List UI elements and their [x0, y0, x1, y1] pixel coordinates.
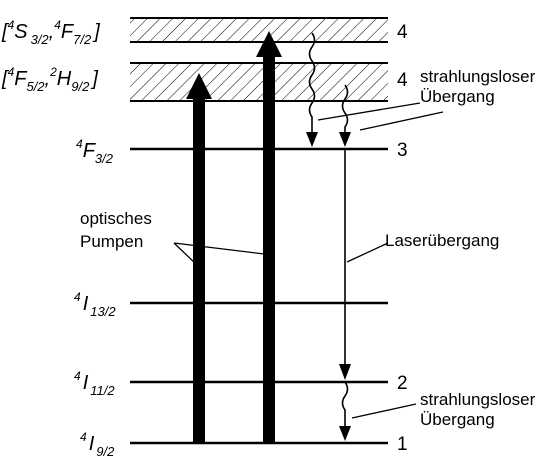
pump-arrow-2-head: [256, 31, 282, 57]
level-number-4I112: 2: [397, 373, 408, 394]
level-number-4S-4F: 4: [397, 22, 408, 43]
level-number-4F32: 3: [397, 140, 408, 161]
note-radiationless-top-line2: Übergang: [420, 87, 495, 106]
label-4F-2H: [4F5/2,2H9/2]: [1, 65, 98, 94]
pump-arrow-1-head: [186, 73, 212, 99]
band-4F-2H: [130, 63, 388, 101]
label-4F32: 4F3/2: [76, 137, 114, 166]
laser-arrow-head: [339, 364, 351, 380]
radiationless-wave-1-head: [306, 132, 318, 147]
leader-laser: [346, 242, 389, 263]
pump-arrow-2-shaft: [263, 56, 275, 443]
radiationless-wave-2: [341, 84, 349, 133]
level-number-4F-2H: 4: [397, 70, 408, 91]
leader-radiationless-top-b: [359, 111, 444, 131]
leader-radiationless-top-a: [317, 102, 421, 121]
note-radiationless-bottom-line2: Übergang: [420, 410, 495, 429]
note-radiationless-bottom-line1: strahlungsloser: [420, 390, 536, 409]
pump-arrow-1-shaft: [193, 98, 205, 443]
note-radiationless-top-line1: strahlungsloser: [420, 67, 536, 86]
radiationless-wave-1: [308, 32, 316, 133]
leader-radiationless-bottom: [351, 403, 417, 419]
note-pumping-line2: Pumpen: [80, 232, 143, 251]
note-pumping-line1: optisches: [80, 209, 152, 228]
level-number-4I92: 1: [397, 434, 408, 455]
note-laser-transition: Laserübergang: [385, 231, 499, 250]
radiationless-wave-3-head: [339, 426, 351, 441]
radiationless-wave-2-head: [339, 132, 351, 147]
radiationless-wave-3: [341, 381, 349, 427]
leader-pumping-1: [173, 242, 197, 265]
band-4S-4F: [130, 18, 388, 42]
leader-pumping-2: [173, 242, 265, 255]
